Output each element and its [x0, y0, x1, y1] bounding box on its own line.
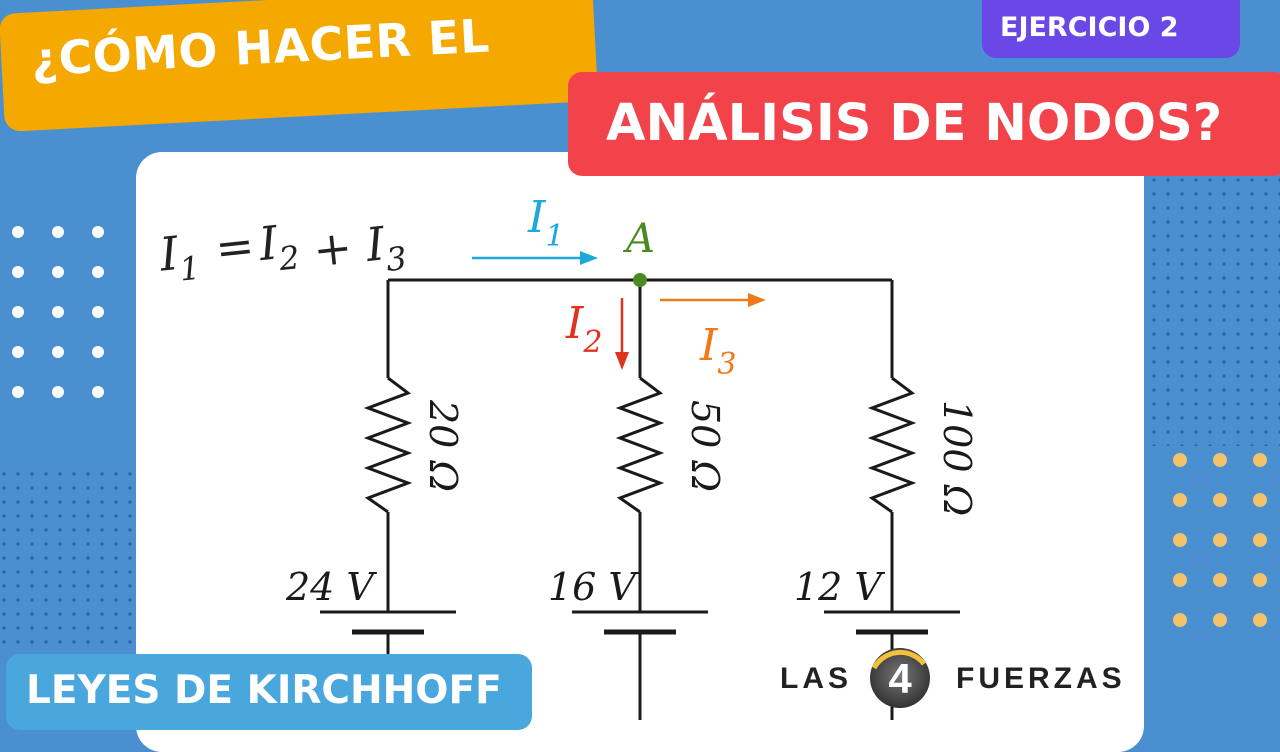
exercise-badge: EJERCICIO 2 [982, 0, 1240, 58]
topic-badge: LEYES DE KIRCHHOFF [6, 654, 532, 730]
fine-dot-pattern-right [1150, 176, 1280, 446]
title-line1: ¿CÓMO HACER EL [29, 8, 492, 87]
resistor-left-label: 20 Ω [421, 399, 465, 492]
current-i1-label: I1 [527, 192, 564, 254]
resistor-middle-label: 50 Ω [683, 400, 727, 492]
current-i2-label: I2 [565, 298, 602, 360]
current-i1-arrow [472, 251, 598, 265]
topic-badge-label: LEYES DE KIRCHHOFF [26, 668, 502, 713]
circuit-diagram: I1 = I2 + I3 A I1 I2 [156, 192, 979, 720]
source-right-label: 12 V [794, 565, 885, 609]
current-i3-arrow [660, 293, 766, 307]
kirchhoff-equation: I1 = I2 + I3 [156, 202, 409, 292]
fine-dot-pattern-left [0, 470, 136, 650]
brand-number-badge: 4 [870, 648, 930, 708]
node-a-dot [633, 273, 647, 287]
resistor-right [867, 376, 917, 514]
brand-number: 4 [888, 655, 912, 702]
equation-lhs: I1 [156, 224, 202, 291]
brand-right-text: FUERZAS [956, 662, 1126, 695]
equation-equals: = [213, 218, 257, 276]
exercise-badge-label: EJERCICIO 2 [1000, 12, 1179, 43]
source-middle-label: 16 V [548, 565, 639, 609]
current-i2-arrow [615, 298, 629, 370]
dot-pattern-right [1173, 453, 1267, 627]
node-a-label: A [622, 216, 655, 262]
equation-rhs: I2 + I3 [256, 202, 409, 292]
current-i3-label: I3 [699, 320, 736, 382]
brand-left-text: LAS [780, 662, 852, 695]
title-banner-line2: ANÁLISIS DE NODOS? [568, 72, 1280, 176]
title-line2: ANÁLISIS DE NODOS? [606, 94, 1223, 153]
resistor-middle [615, 376, 665, 514]
dot-pattern-left [12, 226, 104, 398]
source-left-label: 24 V [285, 565, 377, 609]
resistor-right-label: 100 Ω [935, 400, 979, 516]
resistor-left [363, 376, 413, 514]
brand-logo: LAS 4 FUERZAS [776, 634, 1146, 720]
